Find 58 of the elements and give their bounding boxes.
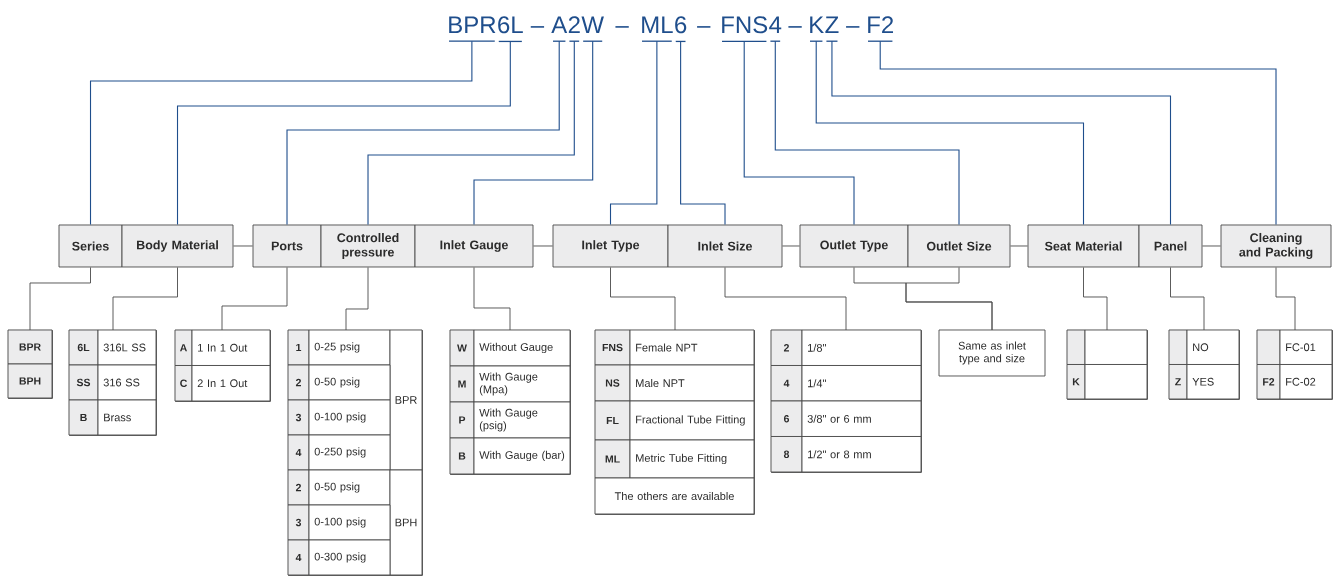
connector-line: [233, 245, 253, 247]
connector-line: [610, 267, 676, 331]
header-cell: Outlet Size: [907, 224, 1011, 268]
header-cell: Seat Material: [1027, 224, 1140, 268]
separator-dash: –: [788, 26, 802, 28]
connector-line: [533, 245, 553, 247]
code-segment: W: [581, 16, 604, 42]
separator-dash: –: [846, 26, 860, 28]
header-cell: Inlet Gauge: [414, 224, 534, 268]
connector-line: [473, 267, 511, 331]
header-cell: Cleaning and Packing: [1220, 224, 1332, 268]
code-segment: 6L: [498, 16, 523, 43]
connector-line: [782, 245, 800, 247]
code-segment: K: [809, 16, 824, 42]
connector-line: [774, 40, 960, 226]
connector-line: [743, 40, 855, 226]
connector-line: [879, 40, 1277, 226]
header-cell: Controlled pressure: [320, 224, 416, 268]
connector-line: [473, 40, 594, 226]
connector-line: [680, 40, 726, 226]
connector-line: [905, 267, 993, 331]
connector-line: [1010, 245, 1028, 247]
connector-line: [367, 40, 575, 226]
connector-line: [345, 267, 369, 331]
connector-line: [1170, 267, 1205, 331]
connector-line: [221, 267, 288, 331]
header-cell: Outlet Type: [799, 224, 909, 268]
connector-line: [112, 267, 178, 331]
connector-line: [176, 40, 511, 226]
connector-line: [1202, 245, 1221, 247]
separator-dash: –: [615, 26, 629, 28]
header-cell: Inlet Size: [667, 224, 783, 268]
code-segment: ML: [641, 16, 673, 42]
code-segment: A: [551, 16, 568, 42]
header-cell: Inlet Type: [552, 224, 669, 268]
note-box: Same as inlet type and size: [938, 329, 1046, 377]
code-segment: FNS: [721, 16, 768, 43]
connector-line: [29, 267, 91, 331]
connector-line: [89, 40, 473, 226]
header-cell: Panel: [1138, 224, 1203, 268]
connector-line: [724, 267, 847, 331]
connector-line: [1275, 267, 1296, 331]
code-segment: F2: [867, 16, 894, 42]
code-segment: 6: [675, 16, 687, 43]
header-cell: Series: [58, 224, 123, 268]
connector-line: [831, 40, 1172, 226]
header-cell: Ports: [252, 224, 322, 268]
connector-line: [286, 40, 560, 226]
connector-line: [815, 40, 1085, 226]
code-segment: 2: [568, 16, 580, 42]
separator-dash: –: [697, 26, 711, 28]
header-cell: Body Material: [121, 224, 234, 268]
code-segment: 4: [769, 16, 782, 42]
connector-line: [1083, 267, 1108, 331]
separator-dash: –: [530, 26, 545, 28]
code-segment: BPR: [448, 16, 496, 42]
connector-line: [609, 40, 658, 226]
code-segment: Z: [825, 16, 839, 42]
